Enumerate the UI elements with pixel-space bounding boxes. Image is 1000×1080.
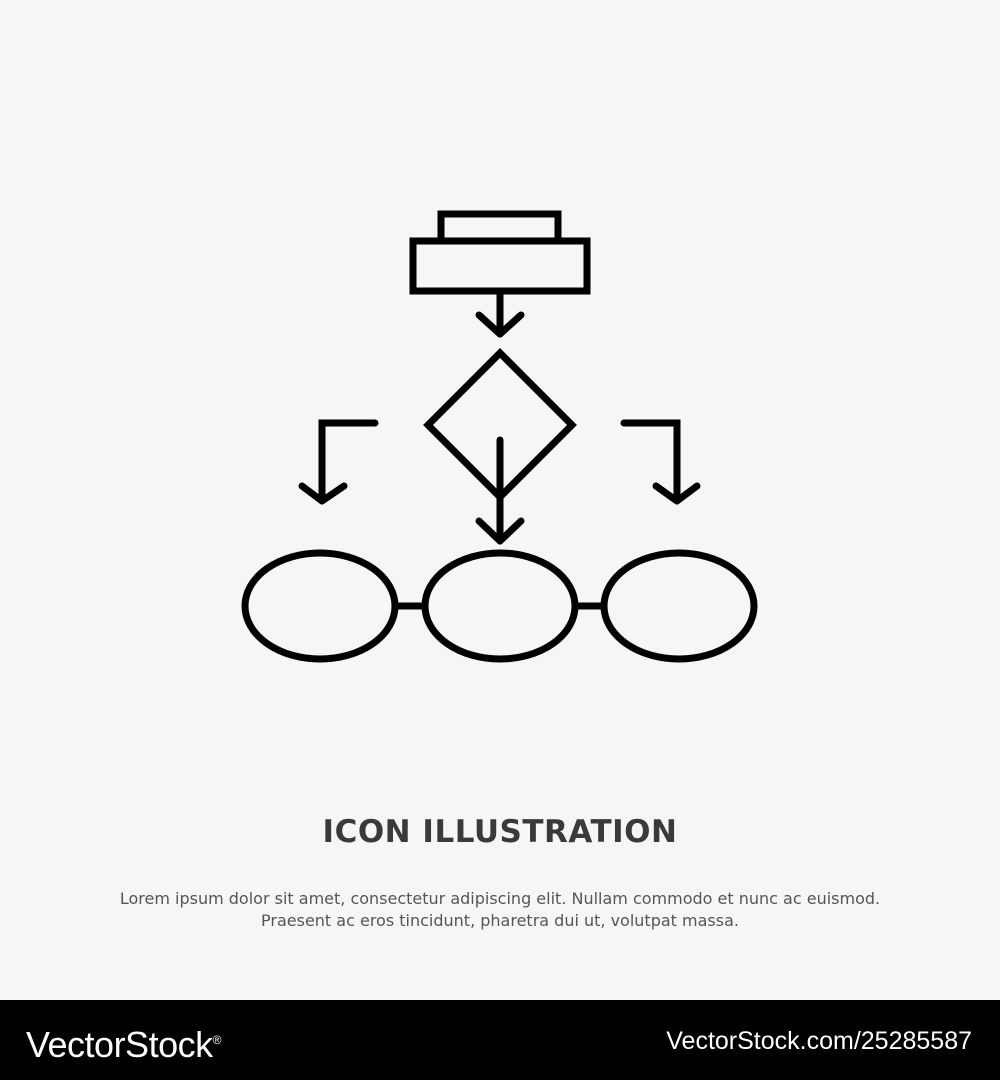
footer-bar: VectorStock® VectorStock.com/25285587 — [0, 1000, 1000, 1080]
image-id-text: VectorStock.com/25285587 — [666, 1027, 972, 1055]
description-line-1: Lorem ipsum dolor sit amet, consectetur … — [119, 889, 881, 908]
flowchart-algorithm-icon — [241, 210, 758, 663]
arrow-head-right — [652, 482, 701, 505]
process-box-top — [437, 210, 562, 245]
outcome-ellipse-left — [241, 549, 399, 663]
outcome-ellipse-right — [600, 549, 758, 663]
arrow-shaft-left — [318, 419, 379, 504]
brand-name: VectorStock — [26, 1024, 213, 1065]
outcome-ellipse-center — [421, 549, 579, 663]
arrow-head-left — [298, 482, 348, 505]
description-line-2: Praesent ac eros tincidunt, pharetra dui… — [261, 911, 739, 930]
page-title: ICON ILLUSTRATION — [322, 814, 678, 850]
description-text: Lorem ipsum dolor sit amet, consectetur … — [60, 888, 940, 932]
illustration-canvas: ICON ILLUSTRATION Lorem ipsum dolor sit … — [60, 210, 940, 932]
registered-mark: ® — [212, 1033, 222, 1047]
arrow-head-center — [475, 517, 525, 545]
arrow-shaft-right — [620, 419, 681, 504]
process-box — [409, 237, 591, 295]
arrow-head-top — [475, 311, 525, 338]
brand-logo: VectorStock® — [26, 1018, 221, 1067]
